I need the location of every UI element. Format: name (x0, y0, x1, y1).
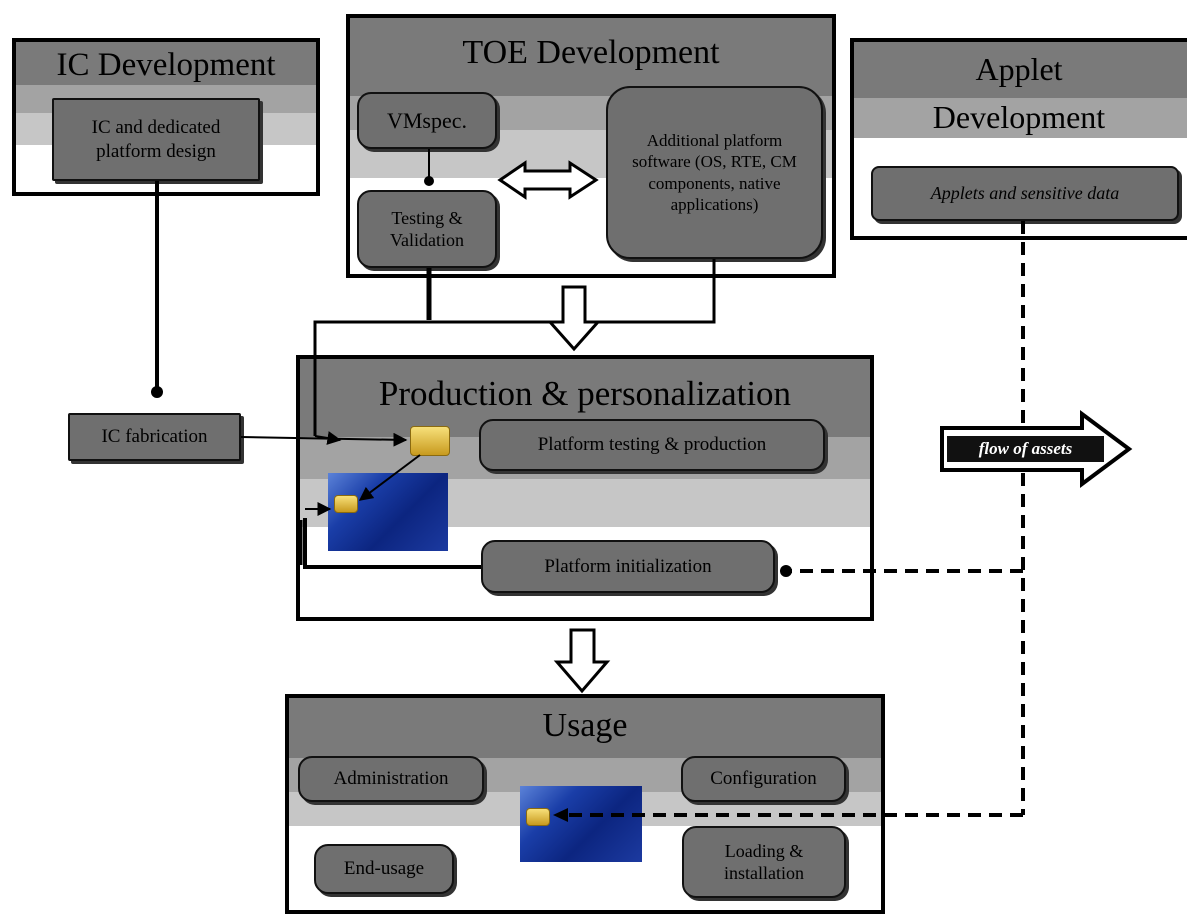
configuration-box: Configuration (681, 756, 846, 802)
usage-card-chip-icon (526, 808, 550, 826)
administration-box: Administration (298, 756, 484, 802)
ic-platform-design-box: IC and dedicated platform design (52, 98, 260, 181)
chip-icon (410, 426, 450, 456)
platform-initialization-box: Platform initialization (481, 540, 775, 593)
testing-validation-label: Testing & Validation (390, 207, 464, 251)
platform-testing-production-label: Platform testing & production (537, 434, 767, 456)
applet-title-line2: Development (932, 99, 1106, 135)
card-chip-icon (334, 495, 358, 513)
vmspec-label: VMspec. (386, 107, 468, 133)
applets-sensitive-data-label: Applets and sensitive data (930, 183, 1120, 204)
ic-fabrication-box: IC fabrication (68, 413, 241, 461)
additional-platform-software-box: Additional platform software (OS, RTE, C… (606, 86, 823, 259)
additional-platform-software-label: Additional platform software (OS, RTE, C… (632, 131, 797, 214)
end-usage-label: End-usage (343, 858, 425, 880)
applets-sensitive-data-box: Applets and sensitive data (871, 166, 1179, 221)
platform-initialization-label: Platform initialization (544, 555, 712, 577)
applet-title-line1: Applet (975, 51, 1063, 87)
vmspec-box: VMspec. (357, 92, 497, 149)
ic-fab-dot (151, 386, 163, 398)
flow-of-assets-label: flow of assets (978, 439, 1073, 458)
hollow-down-arrow-bottom (553, 628, 611, 694)
hollow-down-arrow-top (546, 285, 602, 352)
ic-fabrication-label: IC fabrication (101, 426, 208, 448)
platform-testing-production-box: Platform testing & production (479, 419, 825, 471)
configuration-label: Configuration (710, 768, 817, 790)
loading-installation-label: Loading & installation (724, 840, 804, 884)
usage-title: Usage (542, 707, 628, 744)
administration-label: Administration (333, 768, 449, 790)
loading-installation-box: Loading & installation (682, 826, 846, 898)
toe-development-title: TOE Development (462, 34, 720, 71)
ic-platform-design-label: IC and dedicated platform design (91, 116, 221, 162)
end-usage-box: End-usage (314, 844, 454, 894)
testing-validation-box: Testing & Validation (357, 190, 497, 268)
production-title: Production & personalization (378, 374, 792, 413)
ic-development-title: IC Development (56, 47, 276, 83)
